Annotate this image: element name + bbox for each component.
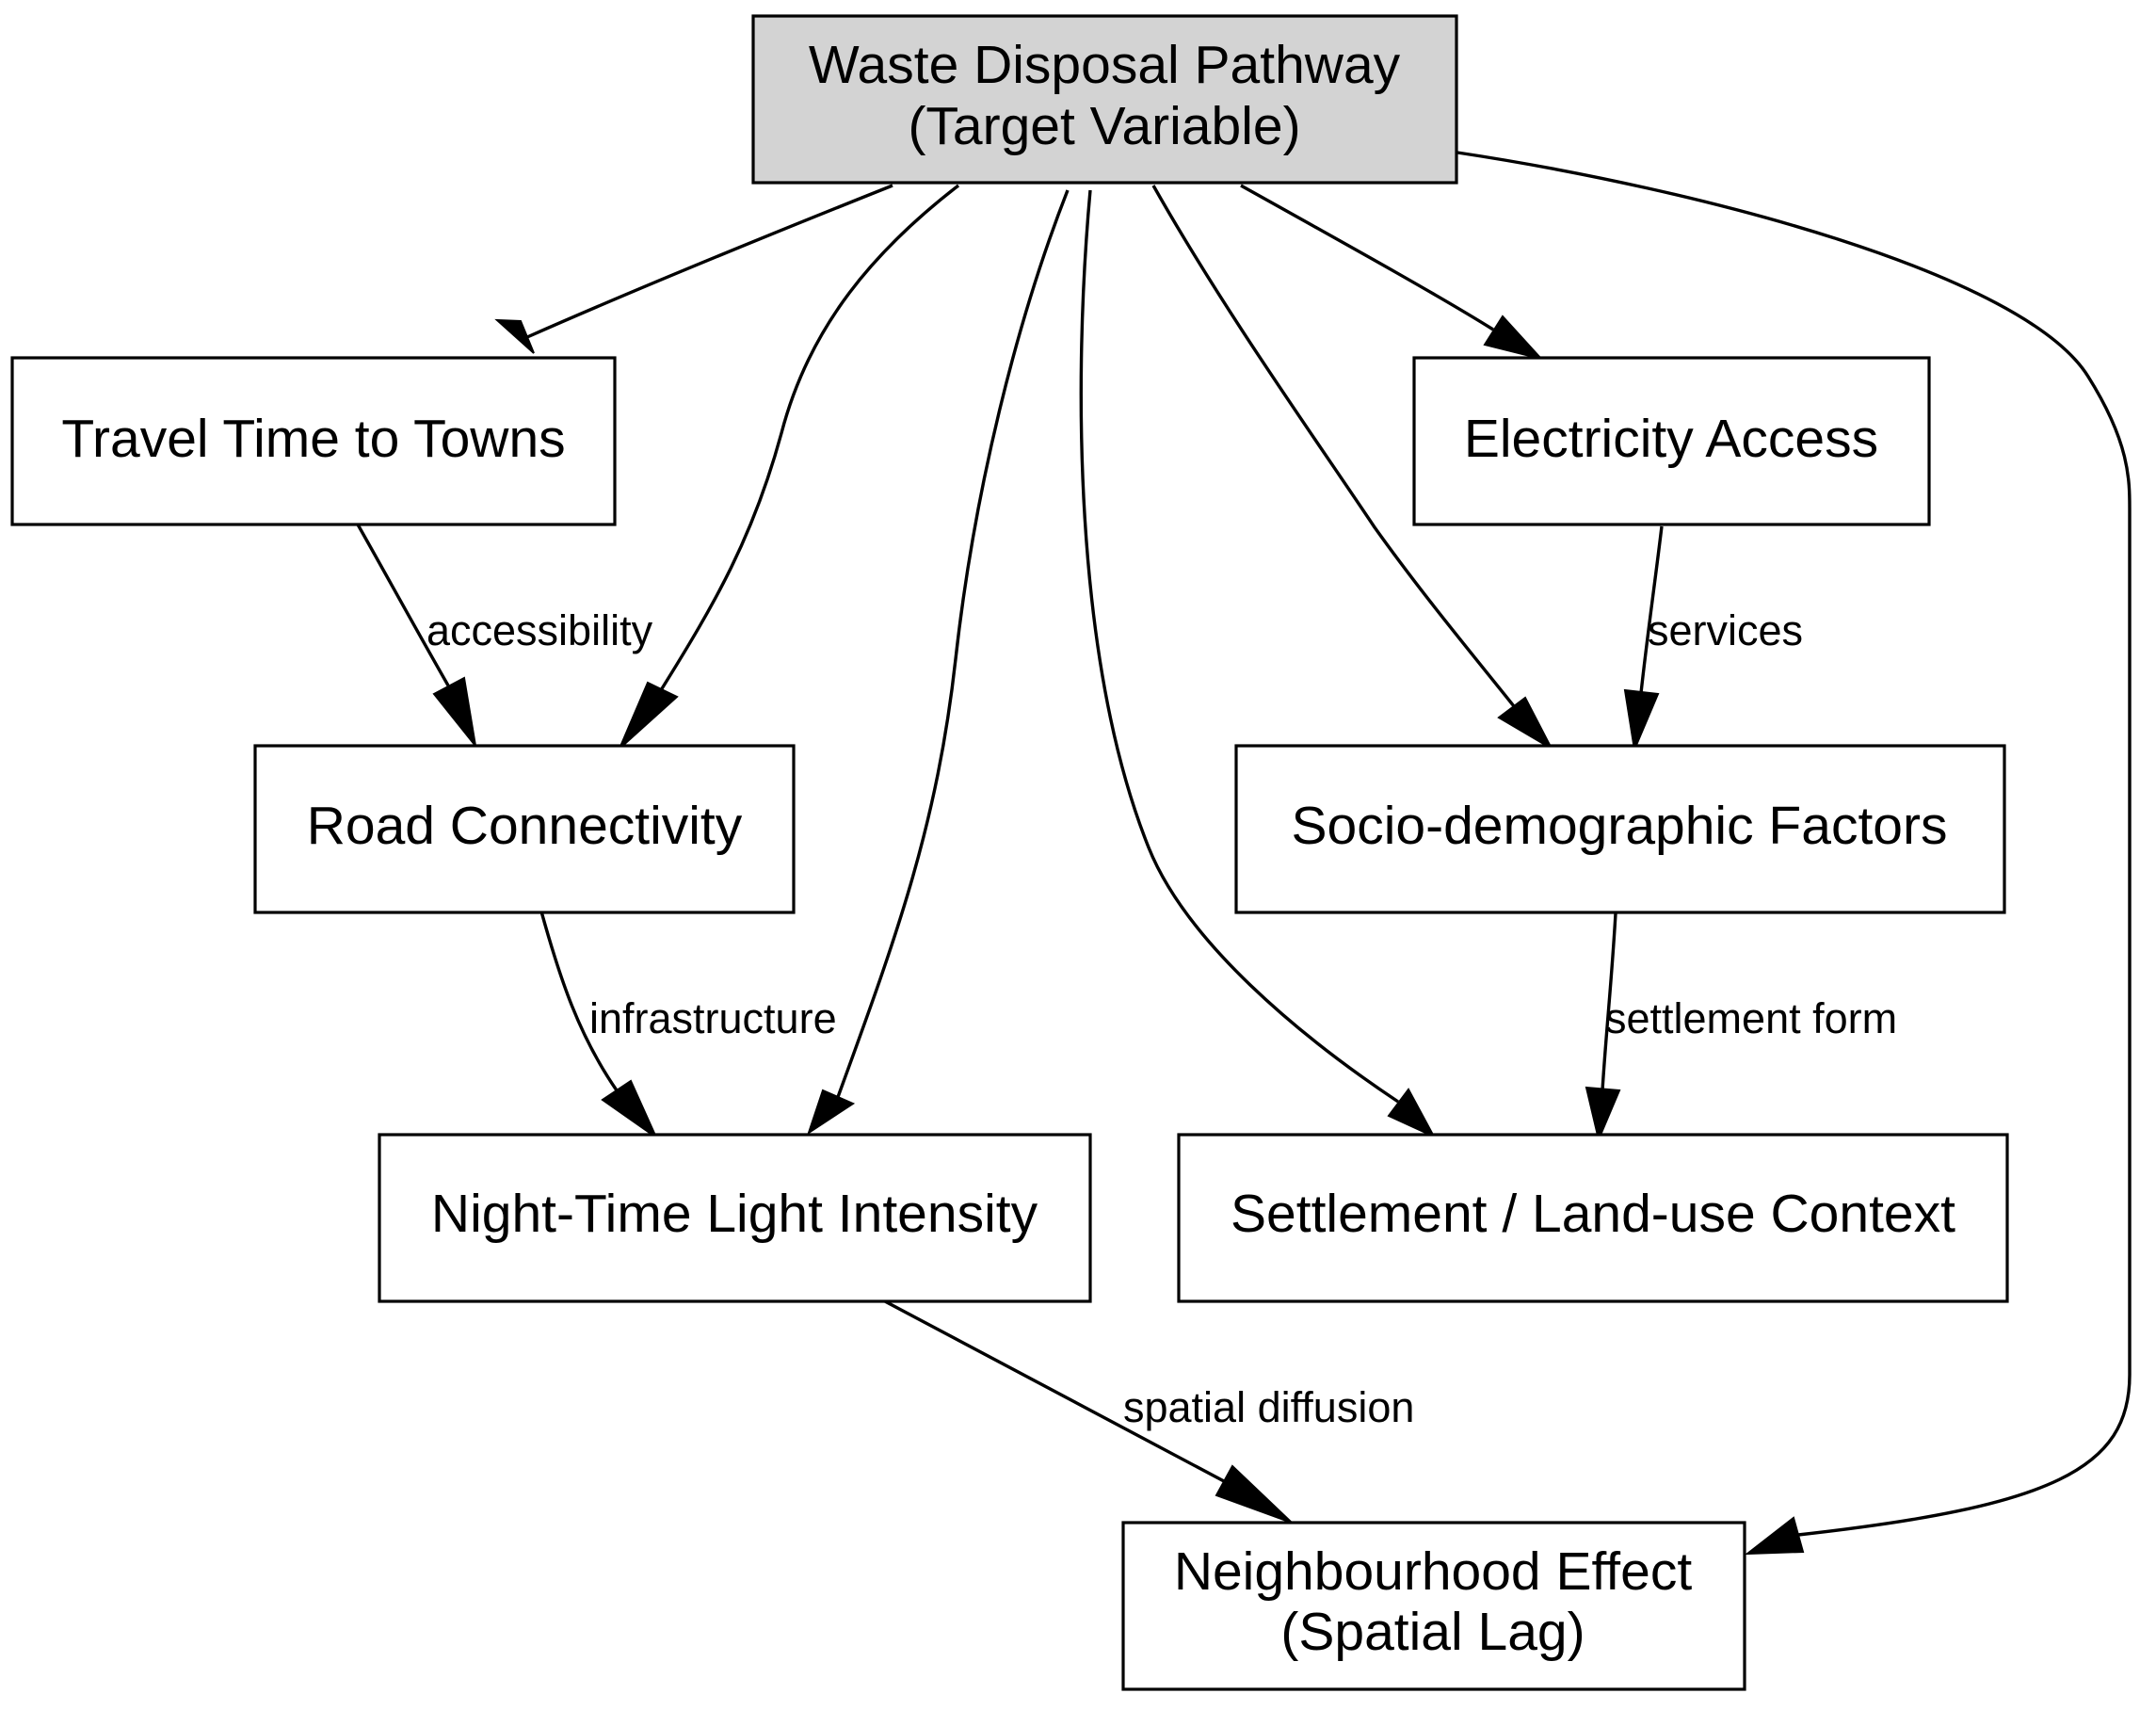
edge-target-to-socio [1151, 185, 1516, 708]
arrowhead-travel [494, 318, 535, 354]
node-travel: Travel Time to Towns [10, 356, 617, 526]
node-neighbourhood-box [1121, 1521, 1746, 1691]
arrowhead-neighbourhood-from-target [1744, 1516, 1805, 1556]
edge-target-to-settlement [1079, 189, 1399, 1104]
edge-socio-to-settlement [1601, 912, 1617, 1091]
node-socio-box [1234, 744, 2006, 914]
node-settlement: Settlement / Land-use Context [1177, 1133, 2009, 1303]
node-neighbourhood: Neighbourhood Effect (Spatial Lag) [1121, 1521, 1746, 1691]
edge-electricity-to-socio [1639, 525, 1664, 694]
arrowhead-settlement-from-socio [1585, 1086, 1621, 1143]
node-ntl-label: Night-Time Light Intensity [431, 1184, 1038, 1244]
node-road: Road Connectivity [253, 744, 796, 914]
node-neighbourhood-title: Neighbourhood Effect [1174, 1541, 1693, 1602]
arrowheads [432, 315, 1805, 1556]
node-socio-label: Socio-demographic Factors [1292, 796, 1948, 856]
node-target-title: Waste Disposal Pathway [809, 35, 1401, 95]
edge-road-to-ntl [539, 911, 619, 1091]
node-settlement-label: Settlement / Land-use Context [1231, 1184, 1955, 1244]
arrowhead-road-from-travel [432, 676, 477, 750]
edge-target-to-neighbourhood [1456, 151, 2132, 1537]
edges [356, 151, 2132, 1537]
node-neighbourhood-subtitle: (Spatial Lag) [1280, 1602, 1585, 1662]
node-electricity-label: Electricity Access [1464, 409, 1878, 469]
node-target: Waste Disposal Pathway (Target Variable) [751, 14, 1458, 185]
node-socio: Socio-demographic Factors [1234, 744, 2006, 914]
node-electricity: Electricity Access [1412, 356, 1931, 526]
edge-target-to-electricity [1240, 184, 1494, 331]
arrowhead-electricity [1483, 315, 1544, 361]
edge-label-infrastructure: infrastructure [589, 994, 837, 1042]
edge-target-to-road [659, 184, 960, 691]
arrowhead-socio-from-target [1497, 696, 1554, 751]
arrowhead-ntl-from-target [807, 1089, 856, 1136]
node-settlement-box [1177, 1133, 2009, 1303]
arrowhead-neighbourhood-from-ntl [1215, 1464, 1293, 1524]
node-travel-label: Travel Time to Towns [61, 409, 565, 469]
arrowhead-settlement-from-target [1387, 1088, 1437, 1139]
node-ntl-box [378, 1133, 1092, 1303]
node-target-subtitle: (Target Variable) [908, 96, 1300, 156]
node-travel-box [10, 356, 617, 526]
edge-label-spatial-diffusion: spatial diffusion [1123, 1383, 1414, 1431]
node-target-box [751, 14, 1458, 185]
edge-target-to-ntl [836, 189, 1070, 1098]
edge-label-services: services [1648, 606, 1803, 654]
edge-label-accessibility: accessibility [426, 606, 653, 654]
arrowhead-road-from-target [619, 681, 679, 750]
arrowhead-socio-from-electricity [1623, 688, 1660, 753]
node-ntl: Night-Time Light Intensity [378, 1133, 1092, 1303]
edge-label-settlement-form: settlement form [1605, 994, 1897, 1042]
edge-ntl-to-neighbourhood [884, 1299, 1225, 1483]
node-road-box [253, 744, 796, 914]
edge-target-to-travel [526, 184, 893, 339]
node-electricity-box [1412, 356, 1931, 526]
edge-travel-to-road [356, 524, 450, 686]
arrowhead-ntl-from-road [601, 1079, 659, 1140]
node-road-label: Road Connectivity [307, 796, 743, 856]
edge-labels: accessibility services infrastructure se… [426, 606, 1897, 1431]
